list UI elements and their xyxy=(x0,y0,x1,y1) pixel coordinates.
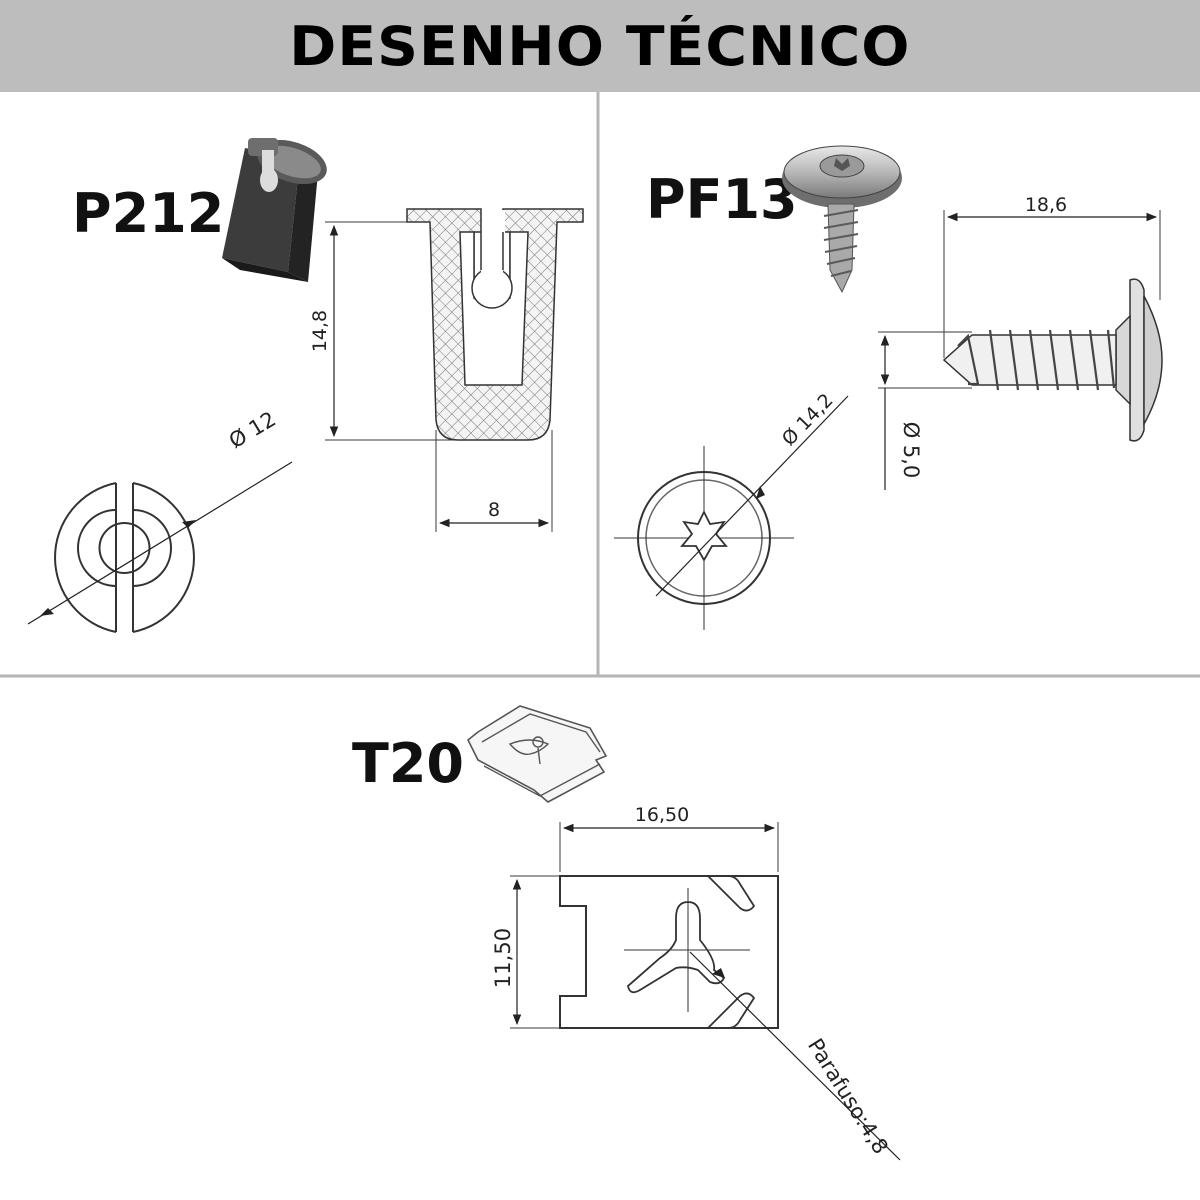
pf13-shank-diameter-label: Ø 5,0 xyxy=(899,422,923,479)
t20-dim-width: 16,50 xyxy=(559,804,779,872)
page-header: DESENHO TÉCNICO xyxy=(0,0,1200,92)
pf13-dim-shank: Ø 5,0 xyxy=(878,331,972,490)
t20-3d-render xyxy=(466,705,608,803)
part-label-p212: P212 xyxy=(72,182,225,245)
pf13-length-label: 18,6 xyxy=(1025,194,1067,216)
t20-width-label: 16,50 xyxy=(635,804,689,826)
p212-top-view: Ø 12 xyxy=(27,407,293,633)
p212-diameter-label: Ø 12 xyxy=(225,407,280,453)
t20-height-label: 11,50 xyxy=(491,928,515,988)
t20-screw-label: Parafuso:4,8 xyxy=(803,1034,893,1158)
pf13-dim-length: 18,6 xyxy=(943,194,1161,358)
t20-top-view: Parafuso:4,8 xyxy=(559,875,901,1161)
p212-height-label: 14,8 xyxy=(309,310,331,352)
p212-width-label: 8 xyxy=(488,499,500,521)
pf13-3d-render xyxy=(782,145,902,294)
p212-3d-render xyxy=(222,138,327,282)
part-label-t20: T20 xyxy=(352,732,464,795)
p212-dim-width: 8 xyxy=(435,430,553,532)
pf13-top-view: Ø 14,2 xyxy=(614,389,849,630)
page-title: DESENHO TÉCNICO xyxy=(289,14,911,78)
panel-dividers xyxy=(0,92,1200,678)
pf13-side-view xyxy=(942,278,1163,442)
part-label-pf13: PF13 xyxy=(646,168,798,231)
t20-dim-height: 11,50 xyxy=(491,875,560,1029)
pf13-head-diameter-label: Ø 14,2 xyxy=(778,389,838,450)
p212-section-view xyxy=(406,208,584,441)
